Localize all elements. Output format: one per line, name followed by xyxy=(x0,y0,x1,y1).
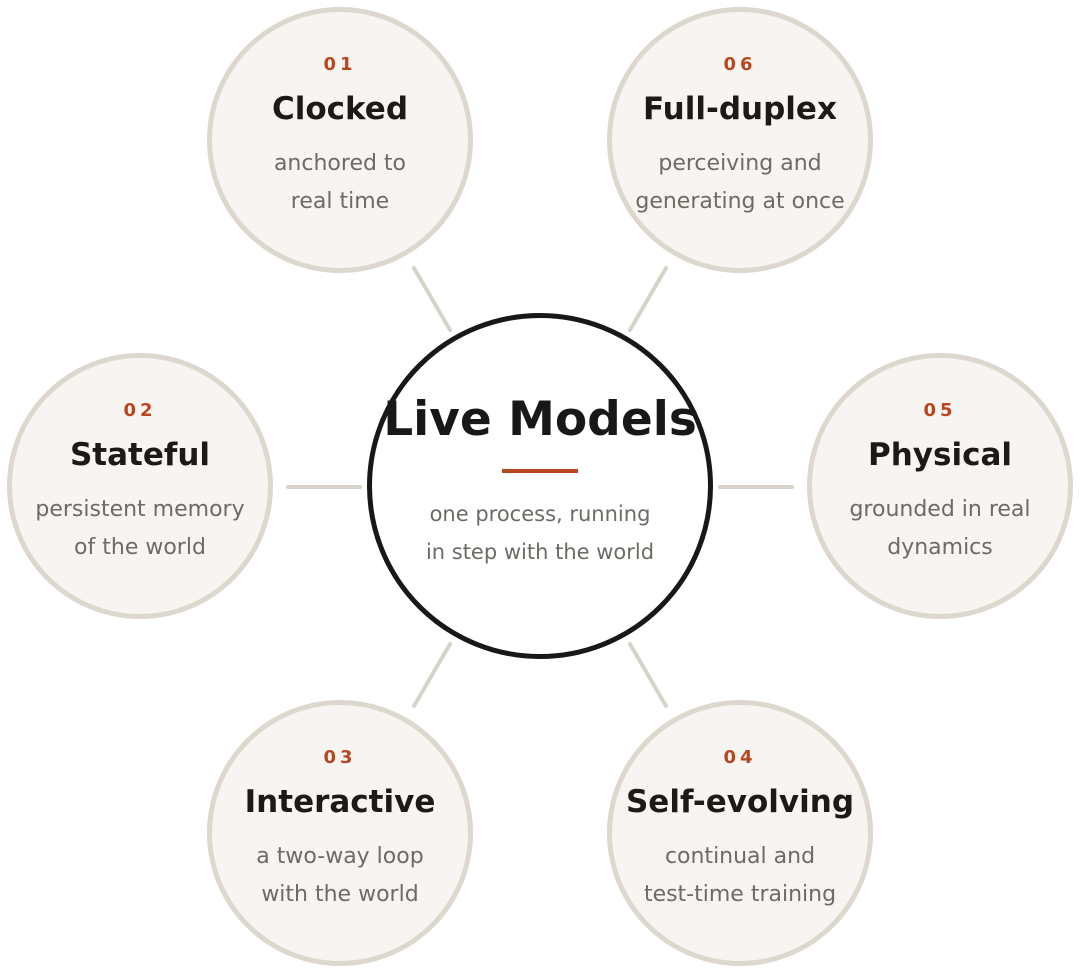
connector-full-duplex xyxy=(628,266,668,332)
node-self-evolving: 04 Self-evolving continual and test-time… xyxy=(607,700,873,966)
center-accent-rule xyxy=(502,468,578,473)
node-physical: 05 Physical grounded in real dynamics xyxy=(807,353,1073,619)
node-number: 05 xyxy=(923,399,957,421)
node-number: 04 xyxy=(723,746,757,768)
node-number: 01 xyxy=(323,53,357,75)
node-description: grounded in real dynamics xyxy=(849,496,1031,560)
node-description: anchored to real time xyxy=(273,150,407,214)
node-title: Full-duplex xyxy=(643,90,837,127)
connector-clocked xyxy=(412,266,452,332)
node-description: perceiving and generating at once xyxy=(635,150,845,214)
node-title: Self-evolving xyxy=(625,783,855,820)
node-number: 03 xyxy=(323,746,357,768)
node-clocked: 01 Clocked anchored to real time xyxy=(207,7,473,273)
node-description: continual and test-time training xyxy=(643,843,837,907)
connector-self-evolving xyxy=(628,642,668,708)
node-title: Physical xyxy=(868,436,1012,473)
node-description: a two-way loop with the world xyxy=(256,843,424,907)
center-node-live-models: Live Models one process, running in step… xyxy=(367,313,713,659)
node-number: 06 xyxy=(723,53,757,75)
node-interactive: 03 Interactive a two-way loop with the w… xyxy=(207,700,473,966)
node-title: Stateful xyxy=(69,436,211,473)
center-title: Live Models xyxy=(383,391,697,447)
connector-interactive xyxy=(412,642,452,708)
node-full-duplex: 06 Full-duplex perceiving and generating… xyxy=(607,7,873,273)
node-number: 02 xyxy=(123,399,157,421)
node-stateful: 02 Stateful persistent memory of the wor… xyxy=(7,353,273,619)
node-title: Interactive xyxy=(244,783,436,820)
node-description: persistent memory of the world xyxy=(35,496,245,560)
node-title: Clocked xyxy=(271,90,409,127)
center-description: one process, running in step with the wo… xyxy=(425,501,655,564)
